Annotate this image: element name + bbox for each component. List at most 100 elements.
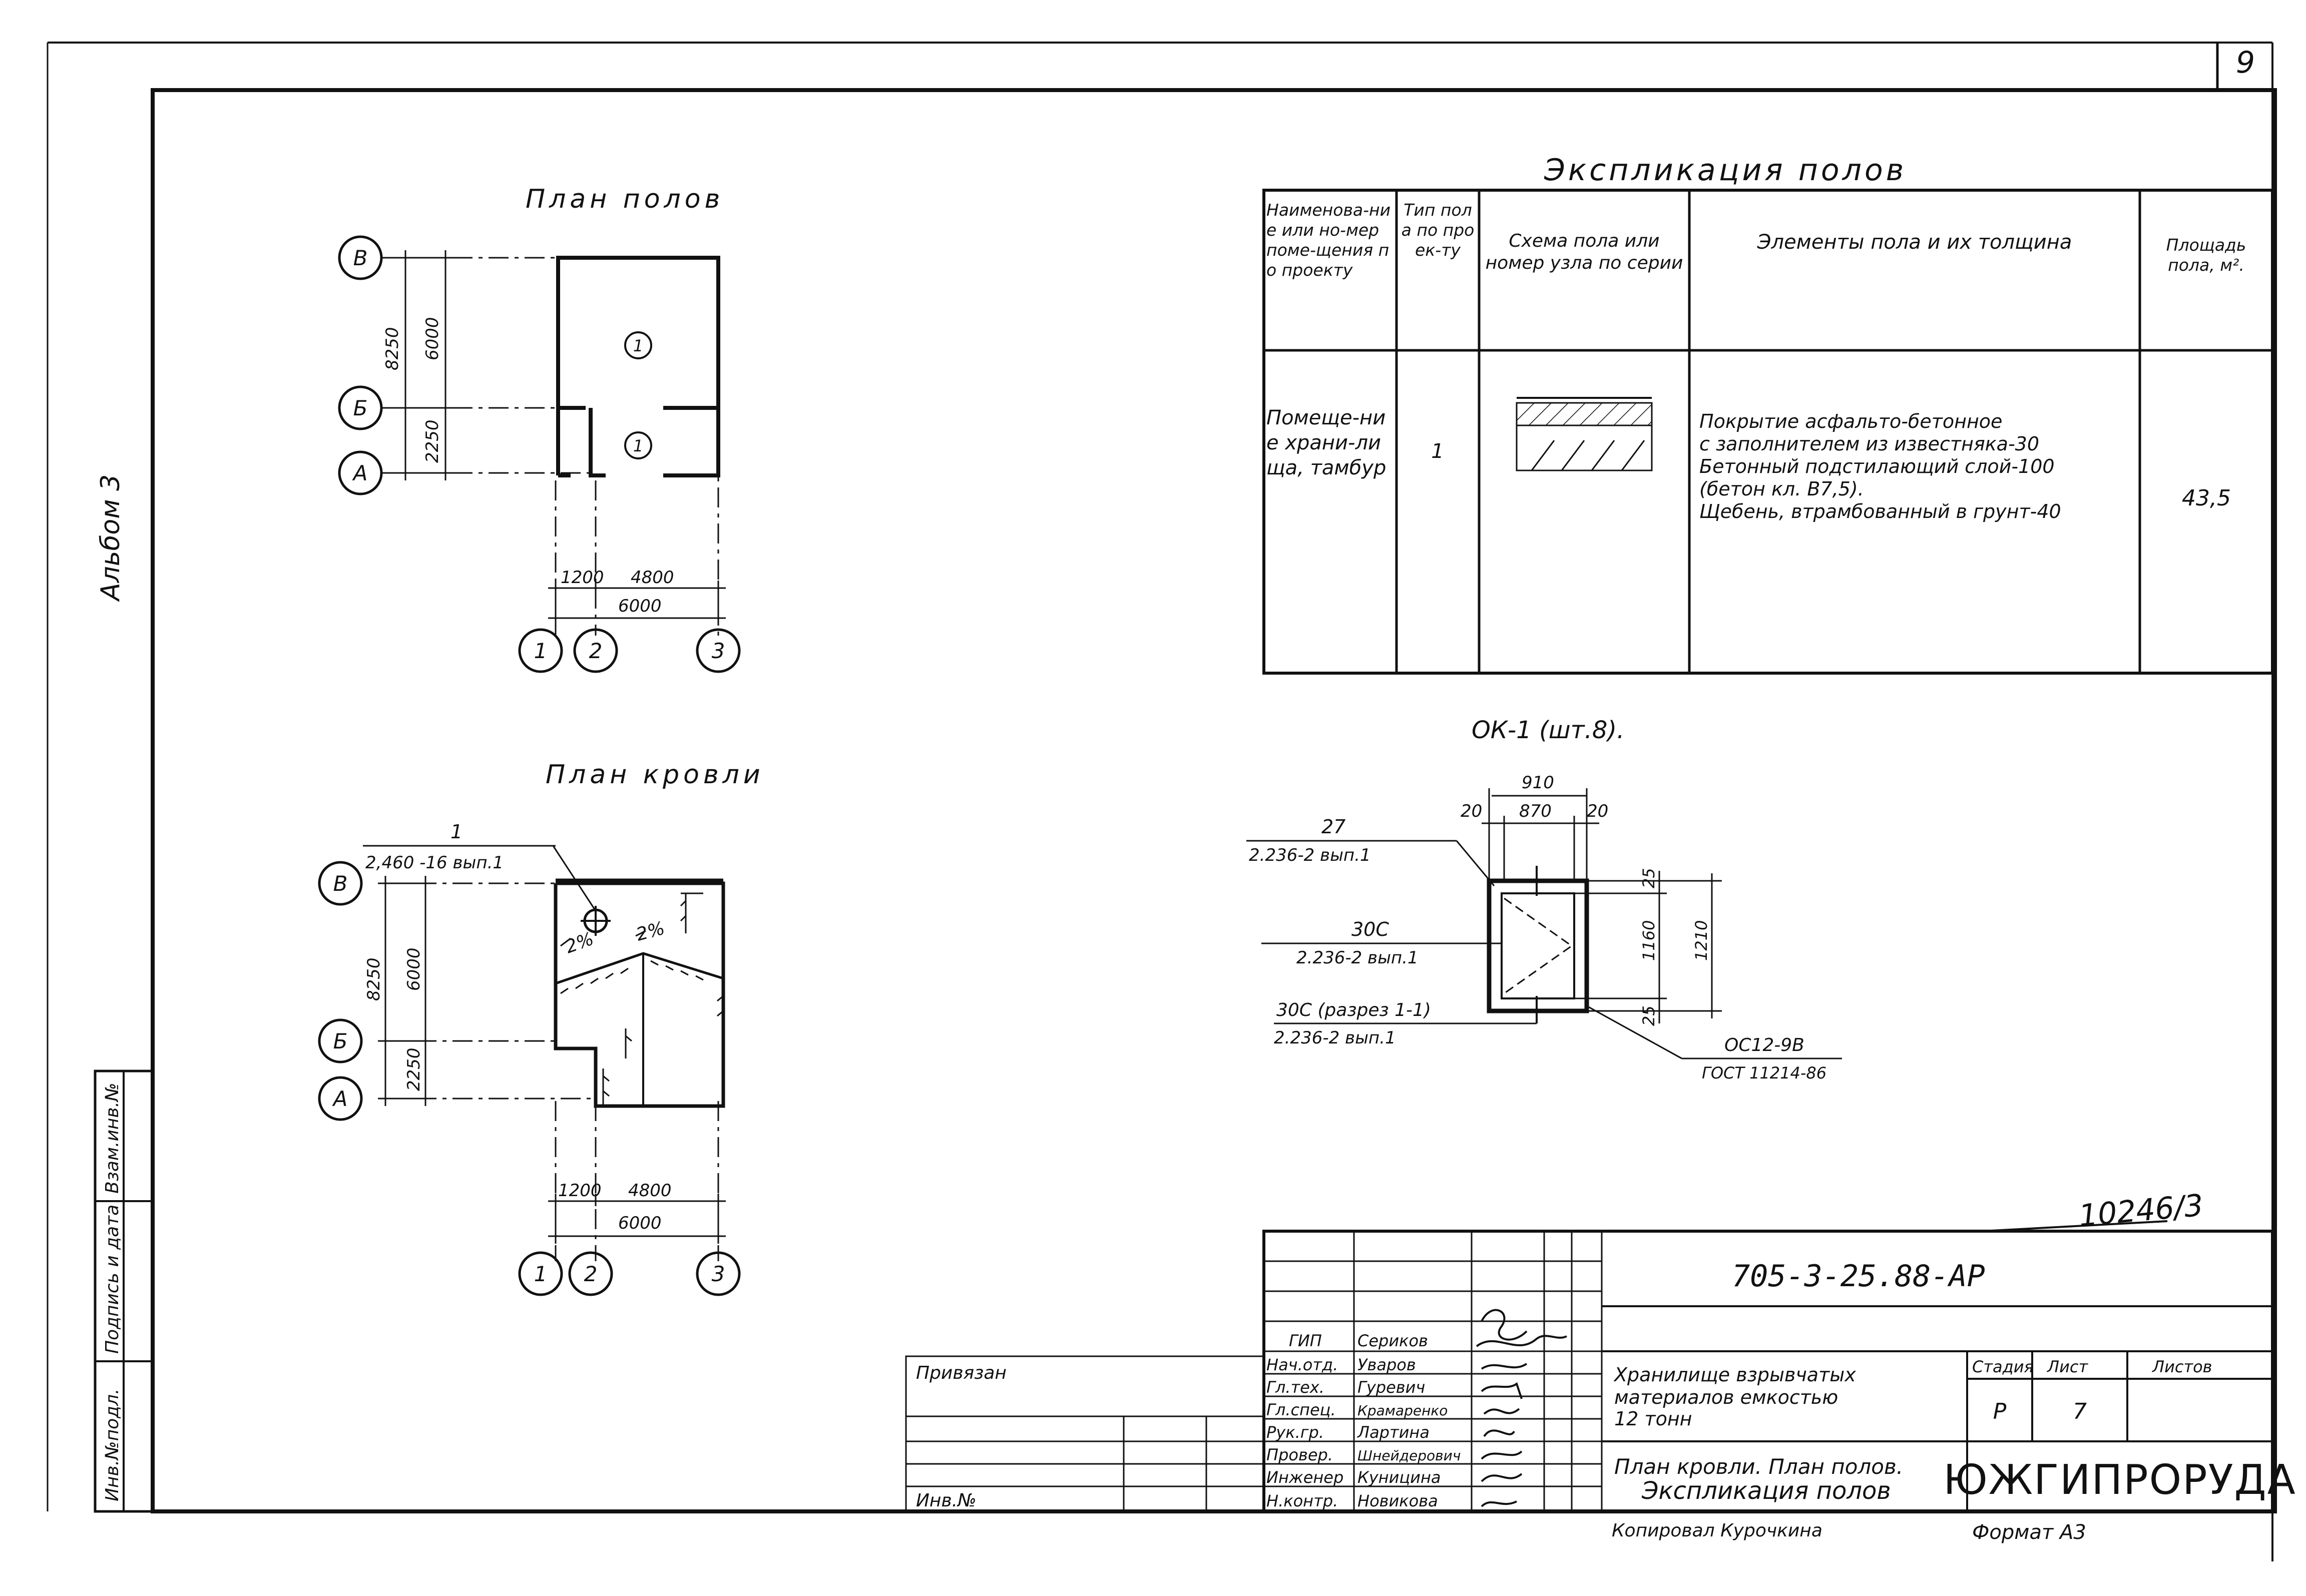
tb-name-6: Куницина xyxy=(1357,1468,1441,1487)
tb-role-3: Гл.спец. xyxy=(1266,1400,1336,1419)
stage-value: Р xyxy=(1993,1399,2007,1424)
floor-axis-a: А xyxy=(352,461,368,485)
tb-name-3: Крамаренко xyxy=(1357,1402,1448,1419)
tb-role-1: Нач.отд. xyxy=(1266,1355,1338,1374)
window-callout-2-ref: 2.236-2 вып.1 xyxy=(1296,948,1419,968)
tb-name-4: Лартина xyxy=(1357,1423,1430,1442)
window-dim-1210: 1210 xyxy=(1692,920,1711,961)
floor-axis-1: 1 xyxy=(534,639,548,663)
title-block: 10246/3 xyxy=(905,1188,2296,1513)
roof-callout-num: 1 xyxy=(450,821,463,843)
roof-dim-8250: 8250 xyxy=(364,957,384,1001)
window-callout-2-num: 30С xyxy=(1351,918,1389,940)
floor-dim-1200: 1200 xyxy=(561,568,604,588)
row-room-name: Помеще-ние храни-лища, тамбур xyxy=(1266,406,1387,479)
tb-role-5: Провер. xyxy=(1266,1445,1333,1464)
row-floor-area: 43,5 xyxy=(2182,485,2231,511)
roof-axis-b: Б xyxy=(333,1029,348,1053)
roof-plan-title: План кровли xyxy=(546,760,764,790)
window-callout-1-ref: 2.236-2 вып.1 xyxy=(1249,845,1371,865)
window-callout-4-ref: ГОСТ 11214-86 xyxy=(1702,1063,1826,1083)
tb-role-2: Гл.тех. xyxy=(1266,1378,1324,1397)
floor-axis-2: 2 xyxy=(589,639,603,663)
tb-name-2: Гуревич xyxy=(1357,1378,1425,1397)
floor-room-mark-1: 1 xyxy=(633,336,643,355)
inv-label: Инв.№ xyxy=(916,1490,977,1511)
floor-axis-v: В xyxy=(353,246,368,270)
project-line-1: Хранилище взрывчатых xyxy=(1613,1364,1856,1386)
floor-dim-6000b: 6000 xyxy=(618,596,662,616)
tb-role-0: ГИП xyxy=(1289,1331,1322,1350)
roof-dim-6000b: 6000 xyxy=(618,1213,662,1233)
window-dim-20b: 20 xyxy=(1587,801,1608,821)
floor-dim-4800: 4800 xyxy=(631,568,674,588)
header-floor-scheme: Схема пола или номер узла по серии xyxy=(1485,231,1683,273)
row-element-5: Щебень, втрамбованный в грунт-40 xyxy=(1699,500,2061,522)
floor-dim-2250: 2250 xyxy=(422,419,442,463)
floor-axis-3: 3 xyxy=(712,639,725,663)
floor-axis-b: Б xyxy=(353,396,368,420)
roof-dim-2250: 2250 xyxy=(404,1047,424,1091)
window-dim-25b: 25 xyxy=(1639,1005,1658,1026)
stamp-inv: Инв.№подл. xyxy=(102,1389,123,1501)
roof-dim-6000: 6000 xyxy=(404,947,424,991)
tb-role-6: Инженер xyxy=(1266,1468,1343,1487)
tb-name-0: Сериков xyxy=(1357,1331,1428,1350)
window-dim-25a: 25 xyxy=(1639,868,1658,888)
sheet-value: 7 xyxy=(2073,1399,2087,1424)
stamp-sign: Подпись и дата xyxy=(102,1205,123,1354)
project-line-2: материалов емкостью xyxy=(1614,1386,1838,1408)
roof-axis-3: 3 xyxy=(712,1262,725,1286)
window-dim-870: 870 xyxy=(1519,801,1552,821)
sheet-title-1: План кровли. План полов. xyxy=(1614,1454,1903,1479)
roof-dim-4800: 4800 xyxy=(628,1181,672,1201)
sheets-label: Листов xyxy=(2152,1357,2212,1376)
format-label: Формат А3 xyxy=(1972,1521,2086,1544)
doc-code: 705-3-25.88-АР xyxy=(1732,1259,1985,1294)
roof-callout-ref: 2,460 -16 вып.1 xyxy=(365,853,504,873)
roof-dim-1200: 1200 xyxy=(558,1181,602,1201)
stage-label: Стадия xyxy=(1972,1357,2034,1376)
header-floor-elements: Элементы пола и их толщина xyxy=(1757,231,2072,254)
roof-axis-a: А xyxy=(332,1087,348,1111)
roof-axis-v: В xyxy=(333,871,348,896)
roof-slope-2: 2% xyxy=(634,918,667,945)
sheet-label: Лист xyxy=(2047,1357,2088,1376)
window-callout-3-num: 30С (разрез 1-1) xyxy=(1276,1000,1431,1020)
side-stamp: Инв.№подл. Подпись и дата Взам.инв.№ xyxy=(94,1070,154,1513)
tb-name-1: Уваров xyxy=(1357,1355,1416,1374)
tb-name-7: Новикова xyxy=(1357,1491,1438,1510)
tb-name-5: Шнейдерович xyxy=(1357,1447,1461,1464)
inventory-code: 10246/3 xyxy=(2077,1188,2204,1233)
floor-scheme-drawing xyxy=(1516,397,1653,471)
tb-role-7: Н.контр. xyxy=(1266,1491,1338,1510)
floor-room-mark-2: 1 xyxy=(633,436,643,455)
floor-plan-title: План полов xyxy=(526,184,724,214)
stamp-replace: Взам.инв.№ xyxy=(102,1083,123,1194)
floor-dim-6000: 6000 xyxy=(422,317,442,360)
row-element-1: Покрытие асфальто-бетонное xyxy=(1699,410,2002,432)
row-floor-type: 1 xyxy=(1431,440,1444,463)
tb-role-4: Рук.гр. xyxy=(1266,1423,1324,1442)
roof-axis-2: 2 xyxy=(584,1262,598,1286)
roof-plan: План кровли 2% xyxy=(318,760,764,1296)
window-callout-3-ref: 2.236-2 вып.1 xyxy=(1274,1028,1396,1048)
bound-label: Привязан xyxy=(916,1363,1007,1383)
header-floor-area: Площадь пола, м². xyxy=(2166,235,2246,275)
window-detail: ОК-1 (шт.8). 910 20 870 20 25 11 xyxy=(1246,716,1842,1083)
sheet-title-2: Экспликация полов xyxy=(1641,1477,1891,1505)
row-element-4: (бетон кл. В7,5). xyxy=(1699,478,1864,500)
company-name: ЮЖГИПРОРУДА xyxy=(1943,1456,2296,1504)
explication-title: Экспликация полов xyxy=(1544,153,1907,188)
window-dim-1160: 1160 xyxy=(1639,920,1658,961)
floor-dim-8250: 8250 xyxy=(382,327,402,370)
sheet-number: 9 xyxy=(2236,45,2255,80)
window-title: ОК-1 (шт.8). xyxy=(1472,716,1624,744)
header-room-name: Наименова-ние или но-мер поме-щения по п… xyxy=(1266,200,1391,280)
copied-by: Копировал Курочкина xyxy=(1612,1520,1822,1541)
row-element-2: с заполнителем из известняка-30 xyxy=(1699,433,2039,455)
window-callout-4-num: ОС12-9В xyxy=(1724,1035,1804,1055)
window-dim-910: 910 xyxy=(1522,773,1554,793)
floor-plan: План полов 8250 6000 225 xyxy=(338,184,741,673)
